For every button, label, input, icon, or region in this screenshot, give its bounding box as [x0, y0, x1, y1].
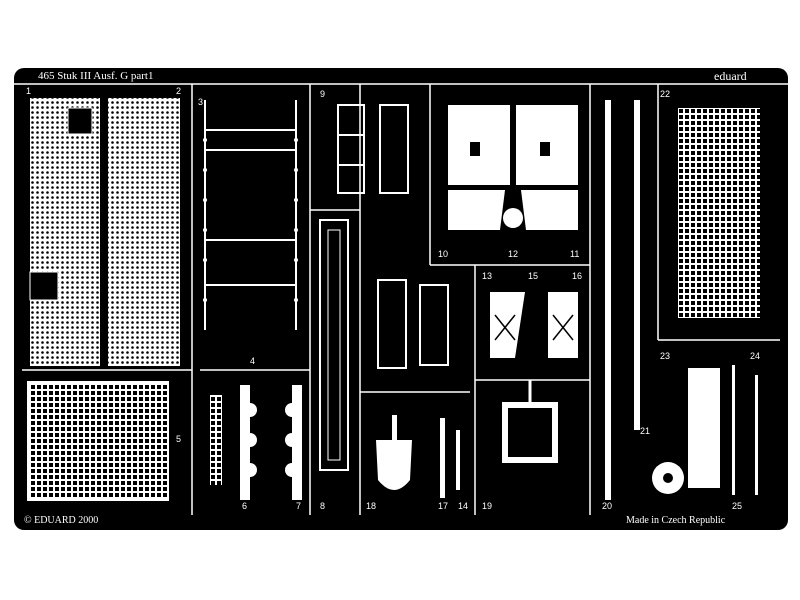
part-number-10: 10 — [438, 249, 449, 259]
part-number-6: 6 — [242, 501, 248, 511]
part-number-1: 1 — [26, 86, 32, 96]
part-number-8: 8 — [320, 501, 326, 511]
part-number-4: 4 — [250, 356, 256, 366]
ladder-rivets — [203, 138, 298, 302]
rod-17 — [440, 418, 445, 498]
part-number-24: 24 — [750, 351, 761, 361]
long-bar-8 — [319, 219, 349, 471]
part-number-21: 21 — [640, 426, 651, 436]
part-number-25: 25 — [732, 501, 743, 511]
part-number-18: 18 — [366, 501, 377, 511]
made-in-text: Made in Czech Republic — [626, 515, 726, 526]
perforated-panel-5 — [27, 381, 169, 501]
track-guard-7 — [240, 385, 302, 500]
part-number-12: 12 — [508, 249, 519, 259]
mesh-grille-1 — [30, 98, 100, 366]
part-number-19: 19 — [482, 501, 493, 511]
part-number-20: 20 — [602, 501, 613, 511]
part-number-16: 16 — [572, 271, 583, 281]
grid-panel-22 — [678, 108, 760, 318]
part-number-23: 23 — [660, 351, 671, 361]
bracket-cross-marks — [494, 314, 574, 341]
fret-frame-lines — [14, 83, 788, 515]
part-number-2: 2 — [176, 86, 182, 96]
part-number-5: 5 — [176, 434, 182, 444]
shovel-18 — [376, 440, 412, 490]
part-number-22: 22 — [660, 89, 671, 99]
rod-20 — [605, 100, 611, 500]
rod-25 — [755, 375, 758, 495]
brand-logo-text: eduard — [714, 69, 747, 83]
fret-plate — [14, 68, 788, 530]
rod-21 — [634, 100, 640, 430]
rod-14 — [456, 430, 460, 490]
frames-9 — [337, 104, 449, 369]
part-number-14: 14 — [458, 501, 469, 511]
part-number-17: 17 — [438, 501, 449, 511]
mesh-grille-2 — [108, 98, 180, 366]
fret-title: 465 Stuk III Ausf. G part1 — [38, 70, 154, 82]
part-number-11: 11 — [570, 249, 580, 259]
plate-24 — [688, 368, 720, 488]
strip-6 — [210, 395, 222, 485]
part-number-7: 7 — [296, 501, 302, 511]
part-number-13: 13 — [482, 271, 493, 281]
part-number-3: 3 — [198, 97, 204, 107]
part-number-15: 15 — [528, 271, 539, 281]
part-number-9: 9 — [320, 89, 326, 99]
copyright-text: © EDUARD 2000 — [24, 515, 99, 526]
